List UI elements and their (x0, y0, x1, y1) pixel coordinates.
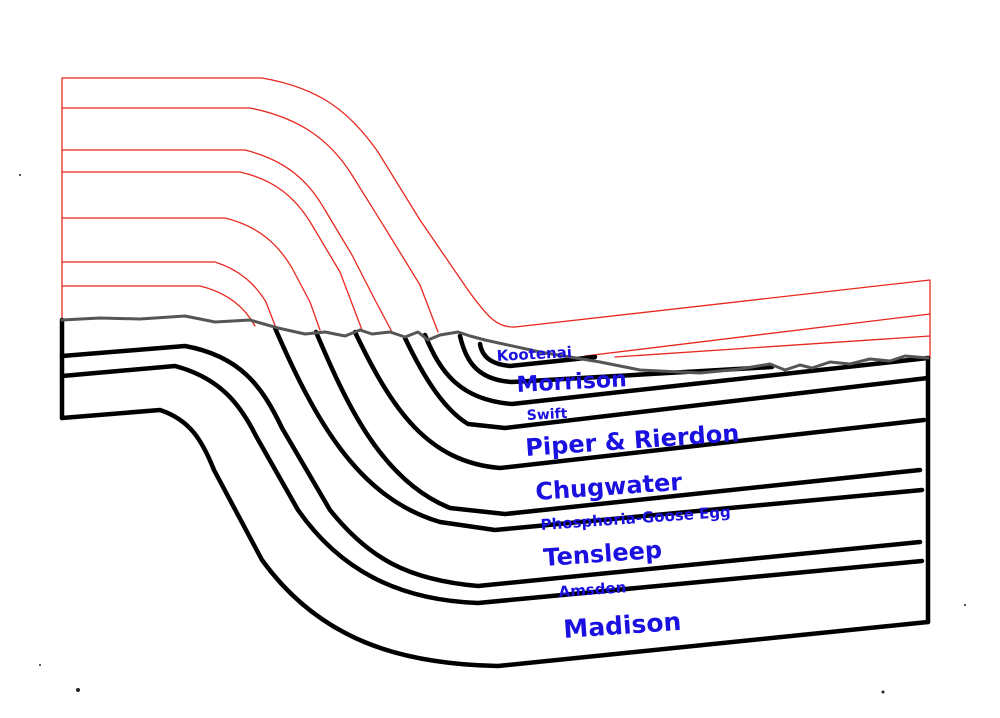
label-chugwater: Chugwater (534, 468, 683, 506)
bed-boundary-kootenai-base (477, 341, 598, 369)
eroded-stratum-line (584, 313, 931, 357)
eroded-stratum-outline (61, 77, 931, 359)
label-madison: Madison (562, 607, 682, 644)
speck (19, 174, 21, 176)
eroded-stratum-line (61, 149, 393, 333)
speck (881, 690, 885, 694)
eroded-stratum-line (614, 335, 931, 358)
speck (39, 664, 41, 666)
label-amsden: Amsden (558, 578, 627, 601)
bed-boundary-piper-base (402, 335, 931, 431)
eroded-stratum-line (61, 285, 256, 327)
eroded-stratum-line (61, 261, 277, 329)
bed-boundary-phosphoria-base (313, 329, 923, 517)
eroded-strata (61, 77, 931, 359)
bed-boundary-amsden-base (59, 363, 925, 606)
bedding-planes (59, 317, 931, 669)
label-kootenai: Kootenai (496, 343, 572, 365)
bed-boundary-chugwater-base (352, 329, 927, 471)
bed-boundary-madison-base (59, 407, 931, 669)
bed-boundary-tensleep-top (272, 325, 925, 533)
bed-boundary-tensleep-base (59, 343, 923, 589)
eroded-stratum-line (61, 217, 321, 331)
bed-boundary-swift-base (422, 332, 931, 407)
eroded-stratum-line (61, 171, 363, 331)
label-swift: Swift (526, 406, 568, 424)
label-tensleep: Tensleep (542, 536, 662, 572)
label-piper-rierdon: Piper & Rierdon (524, 419, 740, 462)
erosion-surface (60, 314, 930, 375)
eroded-stratum-line (61, 107, 439, 333)
label-morrison: Morrison (516, 367, 627, 398)
speck (76, 688, 80, 692)
bed-boundary-morrison-base (457, 333, 775, 385)
speck (964, 604, 966, 606)
